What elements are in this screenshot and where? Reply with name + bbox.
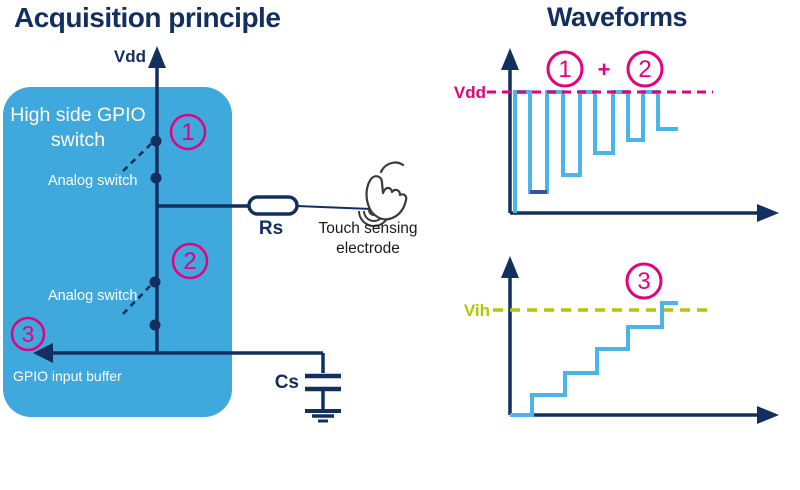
staircase-waveform-line bbox=[510, 301, 678, 417]
vih-threshold-label: Vih bbox=[464, 301, 490, 320]
chart-staircase-waveform: Vih 3 bbox=[464, 256, 779, 424]
annotation-step2-circle bbox=[626, 50, 664, 88]
step2-number: 2 bbox=[183, 248, 196, 275]
rs-to-electrode-wire bbox=[296, 205, 372, 210]
bottom-chart-y-arrow-icon bbox=[501, 256, 519, 278]
annotation-step3-number: 3 bbox=[637, 268, 650, 295]
annotation-step1-number: 1 bbox=[558, 56, 571, 83]
switch1-node-bottom bbox=[150, 172, 162, 184]
burst-waveform-line bbox=[513, 90, 678, 213]
annotation-plus-sign: + bbox=[598, 57, 611, 82]
switch1-open-blade bbox=[122, 142, 153, 172]
gpio-block-title-line1: High side GPIO bbox=[10, 104, 145, 126]
ground-icon bbox=[305, 409, 341, 423]
bottom-chart-x-arrow-icon bbox=[757, 406, 779, 424]
annotation-step3-circle bbox=[625, 262, 663, 300]
step3-circle bbox=[10, 316, 46, 352]
waveforms-title: Waveforms bbox=[547, 2, 688, 32]
analog-switch-top-label: Analog switch bbox=[48, 173, 137, 189]
annotation-step2-number: 2 bbox=[638, 56, 651, 83]
step1-number: 1 bbox=[181, 119, 194, 146]
gpio-input-buffer-label: GPIO input buffer bbox=[13, 368, 122, 384]
electrode-label-line1: Touch sensing bbox=[318, 220, 417, 237]
top-chart-x-arrow-icon bbox=[757, 204, 779, 222]
vdd-rail-label: Vdd bbox=[114, 47, 146, 66]
rs-label: Rs bbox=[259, 218, 283, 239]
cs-label: Cs bbox=[275, 372, 299, 393]
gpio-block-title-line2: switch bbox=[51, 129, 105, 151]
analog-switch-bottom-label: Analog switch bbox=[48, 288, 137, 304]
acquisition-title: Acquisition principle bbox=[14, 2, 281, 33]
annotation-step1-circle bbox=[546, 50, 584, 88]
top-chart-y-arrow-icon bbox=[501, 48, 519, 70]
step2-circle bbox=[171, 242, 209, 280]
chart-burst-waveform: Vdd 1 + 2 bbox=[454, 48, 779, 222]
electrode-label-line2: electrode bbox=[336, 240, 400, 257]
touch-finger-icon bbox=[358, 161, 408, 227]
vdd-arrow-up-icon bbox=[148, 46, 166, 68]
step1-circle bbox=[169, 113, 207, 151]
step3-number: 3 bbox=[22, 321, 35, 347]
rs-resistor bbox=[247, 195, 299, 216]
gpio-block bbox=[3, 87, 232, 417]
switch1-node-top bbox=[150, 135, 162, 147]
vdd-threshold-label: Vdd bbox=[454, 83, 486, 102]
gpio-input-arrow-icon bbox=[33, 343, 53, 363]
switch2-node-top bbox=[149, 276, 161, 288]
switch2-node-bottom bbox=[149, 319, 161, 331]
